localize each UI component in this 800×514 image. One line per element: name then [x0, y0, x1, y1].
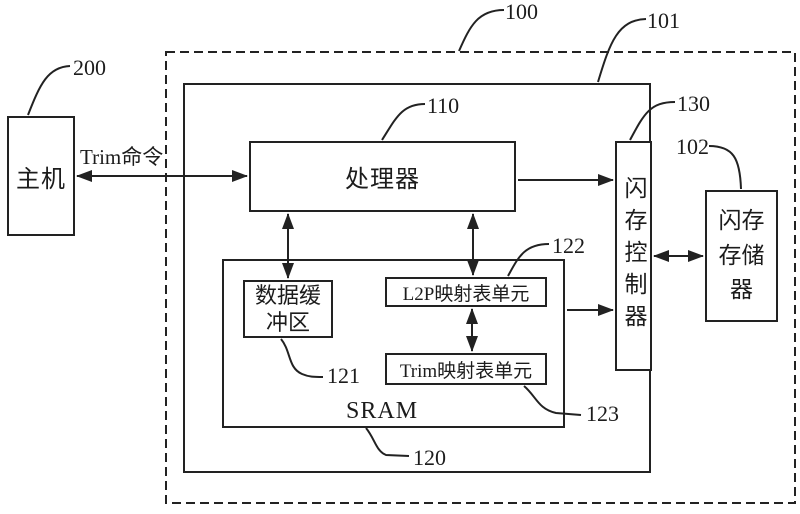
ref-200: 200	[73, 55, 106, 80]
ref-101: 101	[647, 8, 680, 33]
flash-memory-box: 闪存存储器	[705, 190, 778, 322]
ref-122: 122	[552, 233, 585, 258]
host-box: 主机	[7, 116, 75, 236]
ref-121: 121	[327, 363, 360, 388]
trim-mapping-unit-label: Trim映射表单元	[399, 360, 533, 382]
data-buffer-box: 数据缓冲区	[243, 280, 333, 338]
l2p-mapping-unit-label: L2P映射表单元	[402, 283, 530, 305]
ref-120: 120	[413, 445, 446, 470]
ref-110: 110	[427, 93, 460, 118]
leader-100	[458, 9, 505, 52]
flash-memory-label: 闪存存储器	[718, 208, 765, 303]
flash-controller-box: 闪存控制器	[615, 141, 652, 371]
host-label: 主机	[16, 166, 66, 193]
sram-label: SRAM	[346, 398, 419, 424]
data-buffer-label: 数据缓冲区	[254, 282, 321, 336]
flash-controller-label: 闪存控制器	[621, 176, 646, 336]
leader-101	[597, 18, 647, 83]
processor-box: 处理器	[249, 141, 516, 212]
trim-command-label: Trim命令	[80, 145, 164, 169]
ref-130: 130	[677, 91, 710, 116]
trim-mapping-unit-box: Trim映射表单元	[385, 353, 547, 385]
ref-102: 102	[676, 134, 709, 159]
leader-102	[708, 145, 742, 190]
ref-100: 100	[505, 0, 538, 24]
leader-200	[27, 65, 71, 116]
processor-label: 处理器	[345, 167, 420, 193]
l2p-mapping-unit-box: L2P映射表单元	[385, 277, 547, 307]
ref-123: 123	[586, 401, 619, 426]
